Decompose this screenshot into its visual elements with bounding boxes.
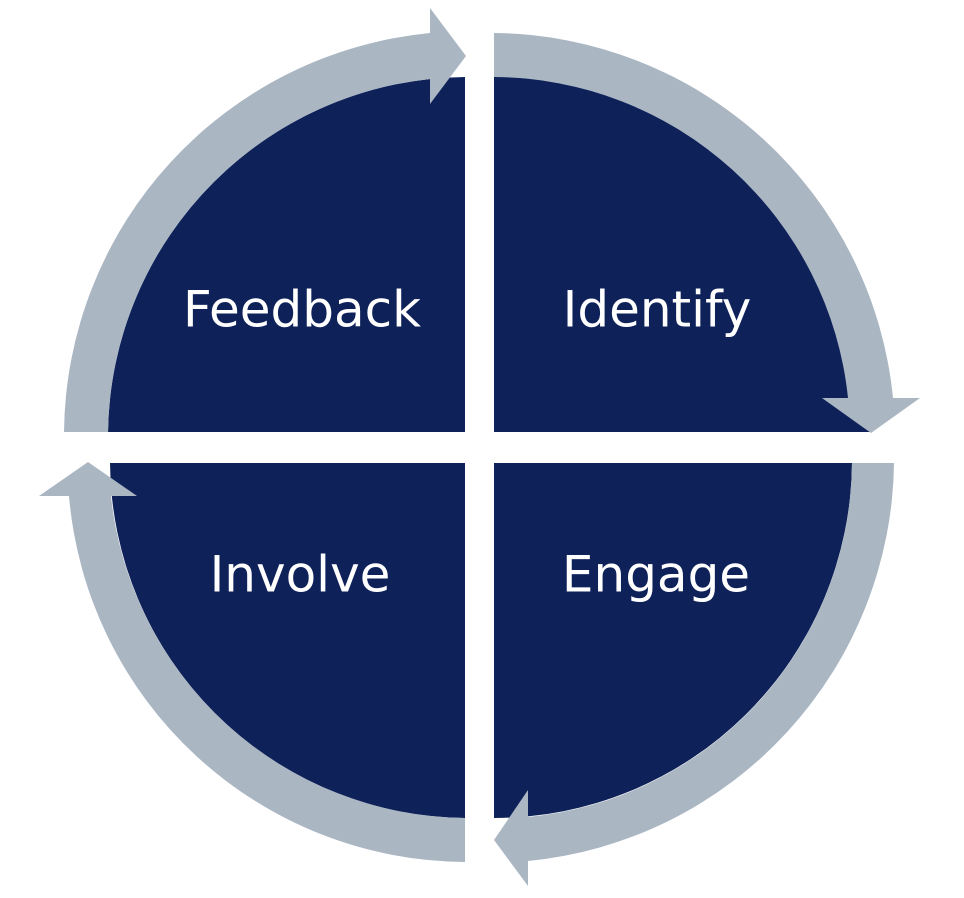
quadrant-involve <box>110 463 465 818</box>
arrow-feedback-to-identify <box>64 8 466 432</box>
label-identify: Identify <box>563 281 752 339</box>
quadrant-feedback <box>108 77 465 432</box>
label-engage: Engage <box>562 546 750 604</box>
label-involve: Involve <box>210 546 391 604</box>
arrow-identify-to-engage <box>494 33 920 433</box>
arrow-involve-to-feedback <box>39 462 465 862</box>
quadrant-engage <box>494 463 852 818</box>
arrow-engage-to-involve <box>494 463 894 886</box>
quadrant-identify <box>494 76 870 432</box>
label-feedback: Feedback <box>183 281 421 339</box>
